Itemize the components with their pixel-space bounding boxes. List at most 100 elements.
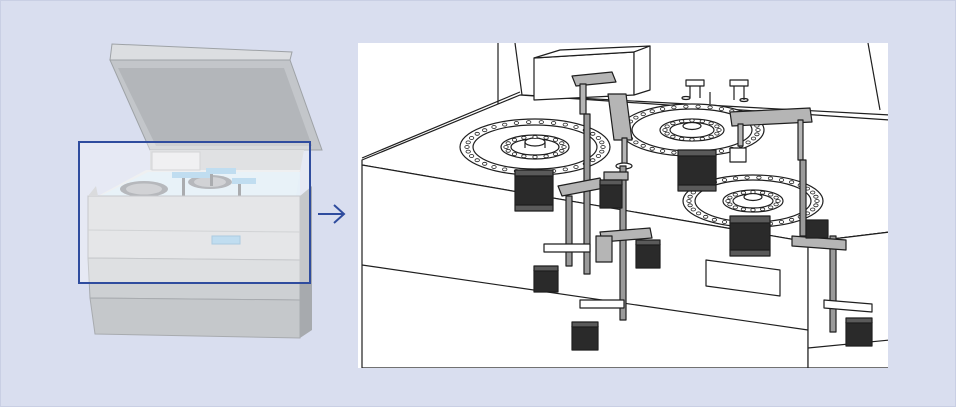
sample-well <box>559 141 565 146</box>
sample-well <box>686 199 692 203</box>
sample-well <box>714 131 720 136</box>
sample-well <box>532 135 538 139</box>
sample-well <box>727 195 733 200</box>
sample-well <box>561 145 567 149</box>
sample-well <box>759 190 766 195</box>
sample-well <box>689 118 695 123</box>
sample-well <box>502 122 508 127</box>
sample-well <box>718 107 725 111</box>
sample-well <box>687 194 693 199</box>
sample-well <box>600 145 606 149</box>
closeup-robot-arm-1 <box>571 71 633 170</box>
sample-well <box>759 207 766 212</box>
sample-well <box>754 132 760 137</box>
sample-well <box>778 178 785 182</box>
sample-well <box>732 205 738 210</box>
sample-well <box>727 202 733 207</box>
sample-well <box>633 115 639 120</box>
sample-well <box>538 120 544 124</box>
sample-well <box>659 149 666 153</box>
sample-well <box>689 137 695 142</box>
sample-well <box>810 207 816 212</box>
sample-well <box>543 135 549 140</box>
sample-well <box>659 107 666 111</box>
sample-well <box>532 155 538 159</box>
sample-well <box>474 158 480 163</box>
sample-well <box>590 131 596 136</box>
sample-well <box>767 176 774 181</box>
sample-well <box>725 199 731 203</box>
sample-well <box>773 195 779 200</box>
sample-well <box>468 136 475 140</box>
sample-well <box>707 105 713 110</box>
sample-well <box>744 175 750 180</box>
sample-well <box>768 205 774 210</box>
sample-well <box>491 125 497 129</box>
sample-well <box>679 119 685 124</box>
sample-well <box>573 165 579 169</box>
sample-well <box>559 148 565 153</box>
sample-well <box>552 137 559 142</box>
sample-well <box>695 211 702 216</box>
sample-well <box>690 207 696 212</box>
sample-well <box>683 104 689 109</box>
sample-well <box>687 203 693 208</box>
sample-well <box>502 167 508 172</box>
sample-well <box>732 192 738 197</box>
sample-well <box>505 148 511 153</box>
turntable-2-inner-wells <box>662 118 722 142</box>
sample-well <box>562 167 568 172</box>
sample-well <box>543 154 549 159</box>
sample-well <box>649 146 655 151</box>
sample-well <box>521 154 527 159</box>
highlight-box <box>78 141 311 284</box>
sample-well <box>814 199 820 203</box>
sample-well <box>670 121 676 126</box>
sample-well <box>550 121 557 125</box>
sample-well <box>633 140 639 145</box>
sample-well <box>699 136 705 141</box>
sample-well <box>599 149 605 154</box>
sample-well <box>474 131 480 136</box>
sample-well <box>505 141 511 146</box>
sample-well <box>670 134 676 139</box>
sample-well <box>788 180 795 185</box>
sample-well <box>750 190 756 194</box>
sample-well <box>671 150 677 155</box>
closeup-turntable-1 <box>459 118 611 176</box>
sample-well <box>595 154 602 158</box>
sample-well <box>768 192 774 197</box>
sample-well <box>718 149 725 153</box>
sample-well <box>503 145 509 149</box>
sample-well <box>755 128 761 132</box>
sample-well <box>526 120 532 124</box>
sample-well <box>711 217 718 222</box>
sample-well <box>721 220 728 224</box>
sample-well <box>640 112 646 117</box>
sample-well <box>662 128 668 132</box>
sample-well <box>465 149 471 154</box>
sample-well <box>708 134 714 139</box>
sample-well <box>562 122 568 127</box>
closeup-robot-arm-2 <box>729 107 813 163</box>
closeup-stepper-motors <box>514 149 873 351</box>
closeup-control-box <box>533 45 651 101</box>
closeup-linkage-arms <box>543 171 873 313</box>
sample-well <box>595 136 602 140</box>
sample-well <box>778 220 785 224</box>
sample-well <box>775 199 781 203</box>
sample-well <box>708 121 714 126</box>
sample-well <box>649 109 655 114</box>
turntable-1-inner-wells <box>503 135 567 159</box>
machine-lid <box>109 43 323 151</box>
sample-well <box>664 131 670 136</box>
sample-well <box>745 140 751 145</box>
sample-well <box>552 152 559 157</box>
sample-well <box>511 152 518 157</box>
sample-well <box>640 143 646 148</box>
sample-well <box>813 203 819 208</box>
turntable-3-inner-wells <box>725 190 781 212</box>
closeup-vertical-shafts <box>565 113 837 333</box>
sample-well <box>664 124 670 129</box>
